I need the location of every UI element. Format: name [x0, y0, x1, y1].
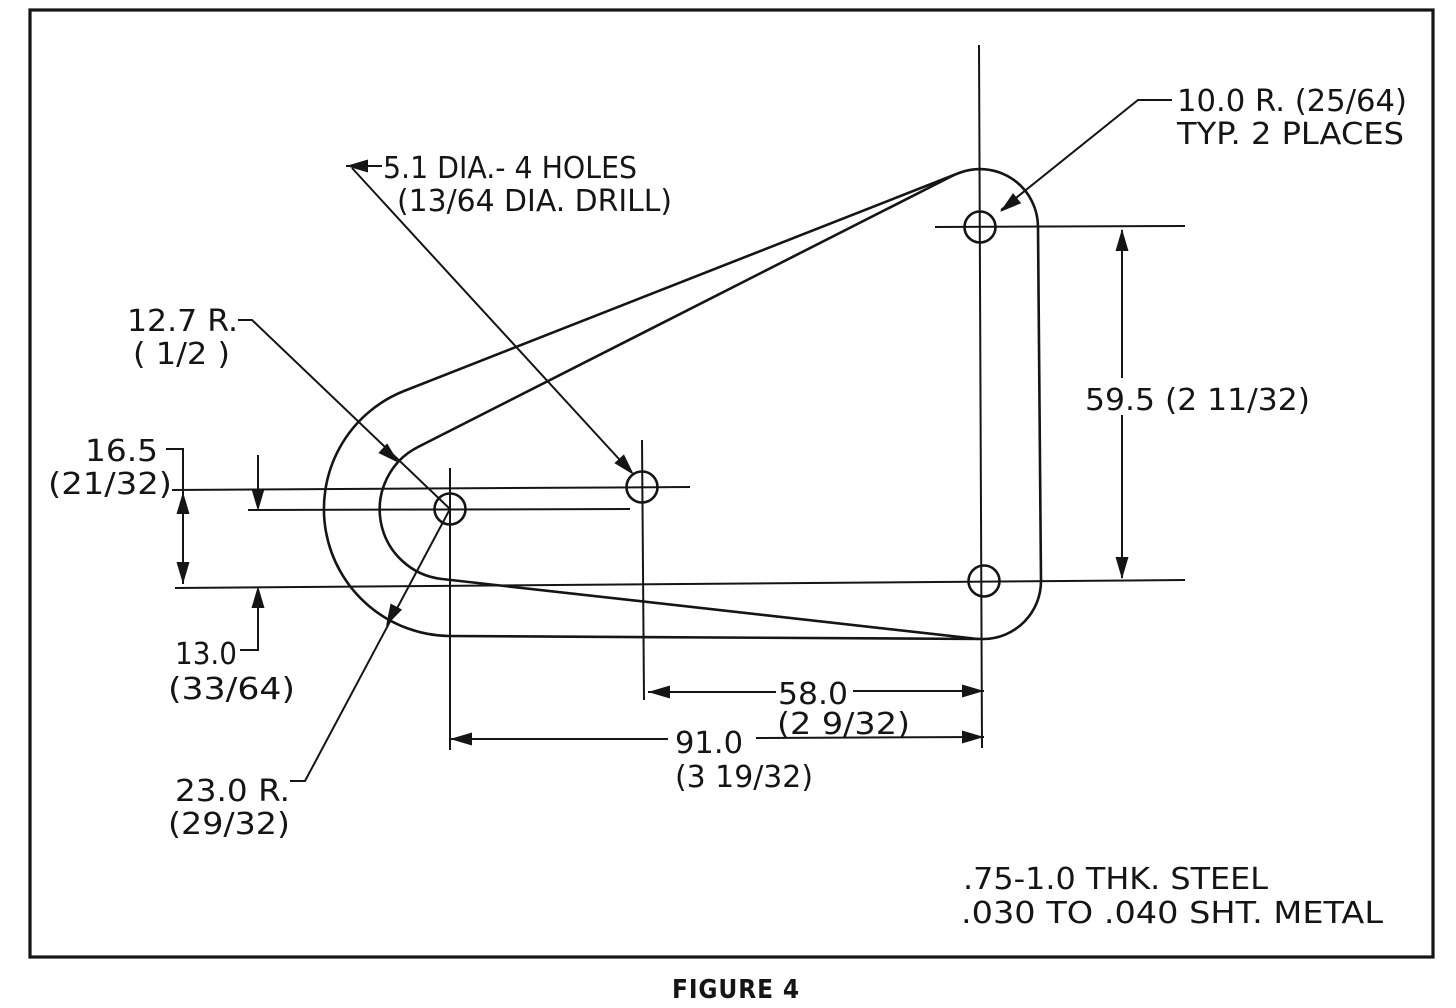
dimension-line-91-0 [450, 736, 985, 740]
corner-radius-note-line2: TYP. 2 PLACES [1176, 117, 1404, 152]
dim-91-0-value: 91.0 [675, 726, 743, 761]
drawing-border [28, 8, 1435, 959]
dim-58-0-value: 58.0 [778, 677, 848, 712]
arrowhead [251, 489, 265, 511]
leader-corner-radius [1000, 99, 1172, 211]
arrowhead [614, 454, 634, 475]
dimension-line-13-0 [240, 455, 259, 651]
arrowhead [176, 562, 190, 584]
leader-outer-radius [290, 508, 451, 782]
arrowhead [962, 684, 984, 698]
arrowhead [378, 443, 399, 463]
center-line-right-vertical [978, 44, 983, 749]
arrowhead [1115, 229, 1129, 251]
outer-radius-note-line2: (29/32) [168, 807, 290, 842]
leader-inner-radius [238, 319, 451, 510]
arrowhead [386, 603, 403, 626]
material-note-line1: .75-1.0 THK. STEEL [963, 862, 1268, 897]
arrowhead [450, 732, 472, 746]
center-line-left-hole-horizontal [247, 508, 631, 511]
arrowhead [251, 586, 265, 608]
dim-16-5-value: 16.5 [85, 434, 158, 469]
dim-16-5-fraction: (21/32) [48, 467, 172, 502]
center-line-middle-hole-vertical [641, 439, 645, 701]
inner-radius-note-line2: ( 1/2 ) [133, 337, 230, 372]
dim-58-0-fraction: (2 9/32) [777, 707, 910, 742]
dim-91-0-fraction: (3 19/32) [675, 760, 813, 795]
dim-13-0-fraction: (33/64) [168, 672, 295, 707]
material-note-line2: .030 TO .040 SHT. METAL [961, 896, 1383, 931]
outer-radius-note-line1: 23.0 R. [175, 774, 290, 809]
arrowhead [1115, 557, 1129, 579]
figure-caption: FIGURE 4 [672, 975, 800, 1005]
arrowhead [346, 159, 368, 173]
arrowhead [1000, 193, 1022, 212]
extension-line-top-hole-horizontal [934, 225, 1186, 228]
arrowhead [176, 492, 190, 514]
hole-note-line1: 5.1 DIA.- 4 HOLES [383, 151, 637, 186]
arrowhead [648, 685, 670, 699]
dim-13-0-value: 13.0 [175, 637, 237, 672]
extension-line-bottom-hole-horizontal [174, 579, 1186, 589]
inner-radius-note-line1: 12.7 R. [127, 304, 238, 339]
part-outline-outer [322, 167, 1043, 641]
hole-note-line2: (13/64 DIA. DRILL) [397, 184, 672, 219]
dim-59-5-label: 59.5 (2 11/32) [1085, 383, 1310, 418]
part-outline-inner [378, 173, 979, 641]
arrowheads [176, 159, 1129, 746]
corner-radius-note-line1: 10.0 R. (25/64) [1177, 84, 1407, 119]
dimension-line-16-5 [166, 448, 184, 584]
arrowhead [962, 730, 984, 744]
